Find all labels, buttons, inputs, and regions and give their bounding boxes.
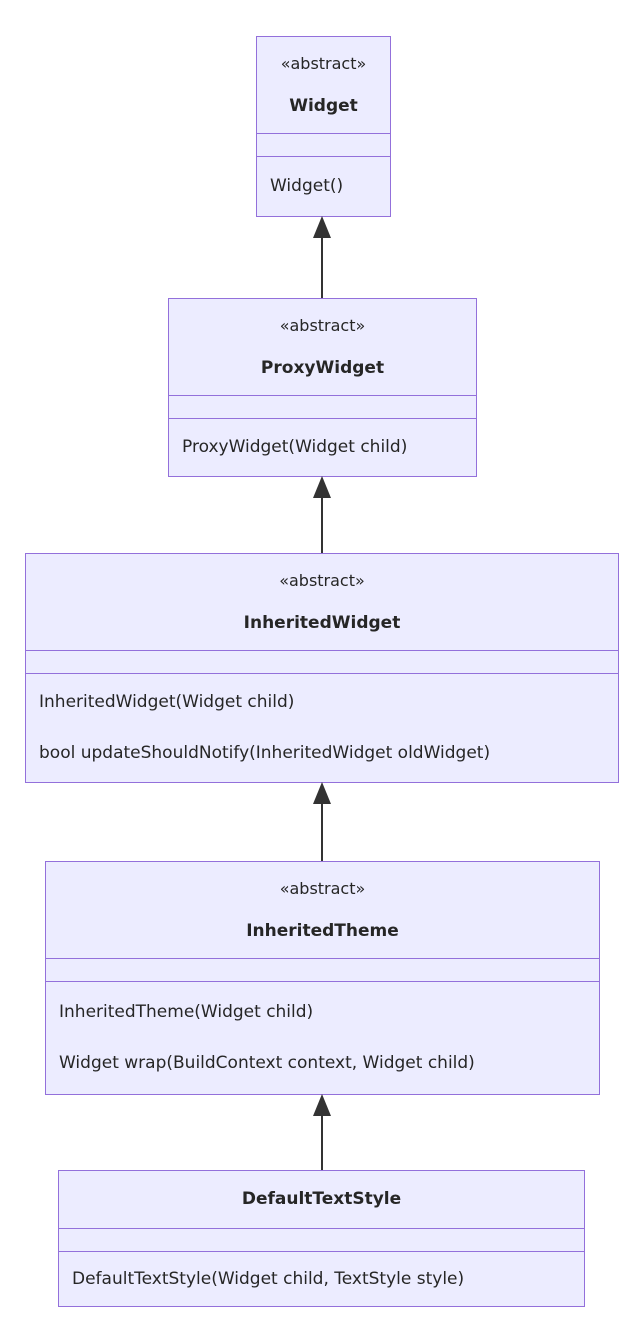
class-header: «abstract» InheritedTheme xyxy=(46,862,599,958)
class-name: InheritedWidget xyxy=(243,612,401,633)
class-method: InheritedWidget(Widget child) xyxy=(39,692,295,712)
arrow-head-icon xyxy=(313,476,331,498)
class-methods-compartment: ProxyWidget(Widget child) xyxy=(169,419,476,476)
class-methods-compartment: InheritedWidget(Widget child) bool updat… xyxy=(26,674,618,782)
class-header: DefaultTextStyle xyxy=(59,1171,584,1228)
arrow-head-icon xyxy=(313,216,331,238)
inheritance-arrow-inheritedwidget-to-proxywidget xyxy=(313,476,331,553)
class-box-defaulttextstyle: DefaultTextStyle DefaultTextStyle(Widget… xyxy=(58,1170,585,1307)
class-attributes-compartment xyxy=(46,958,599,982)
class-name: InheritedTheme xyxy=(246,920,399,941)
class-annotation: «abstract» xyxy=(279,878,366,898)
class-annotation: «abstract» xyxy=(279,315,366,335)
class-box-proxywidget: «abstract» ProxyWidget ProxyWidget(Widge… xyxy=(168,298,477,477)
class-annotation: «abstract» xyxy=(279,570,365,590)
arrow-line xyxy=(321,802,323,861)
class-box-widget: «abstract» Widget Widget() xyxy=(256,36,391,217)
class-attributes-compartment xyxy=(169,395,476,419)
class-method: ProxyWidget(Widget child) xyxy=(182,437,408,457)
arrow-line xyxy=(321,236,323,298)
arrow-head-icon xyxy=(313,1094,331,1116)
class-annotation: «abstract» xyxy=(280,53,367,73)
class-method: InheritedTheme(Widget child) xyxy=(59,1002,314,1022)
class-name: Widget xyxy=(289,95,358,116)
class-box-inheritedwidget: «abstract» InheritedWidget InheritedWidg… xyxy=(25,553,619,783)
arrow-line xyxy=(321,496,323,553)
class-attributes-compartment xyxy=(257,133,390,157)
class-method: DefaultTextStyle(Widget child, TextStyle… xyxy=(72,1268,465,1289)
class-header: «abstract» Widget xyxy=(257,37,390,133)
class-method: bool updateShouldNotify(InheritedWidget … xyxy=(39,743,491,763)
class-header: «abstract» ProxyWidget xyxy=(169,299,476,395)
class-method: Widget wrap(BuildContext context, Widget… xyxy=(59,1053,475,1073)
inheritance-arrow-defaulttextstyle-to-inheritedtheme xyxy=(313,1094,331,1170)
class-attributes-compartment xyxy=(26,650,618,674)
class-methods-compartment: Widget() xyxy=(257,157,390,216)
arrow-head-icon xyxy=(313,782,331,804)
class-name: ProxyWidget xyxy=(260,357,385,378)
class-methods-compartment: DefaultTextStyle(Widget child, TextStyle… xyxy=(59,1252,584,1306)
class-methods-compartment: InheritedTheme(Widget child) Widget wrap… xyxy=(46,982,599,1094)
inheritance-arrow-inheritedtheme-to-inheritedwidget xyxy=(313,782,331,861)
class-attributes-compartment xyxy=(59,1228,584,1252)
class-name: DefaultTextStyle xyxy=(241,1189,402,1209)
inheritance-arrow-proxywidget-to-widget xyxy=(313,216,331,298)
arrow-line xyxy=(321,1114,323,1170)
class-method: Widget() xyxy=(270,176,344,196)
class-box-inheritedtheme: «abstract» InheritedTheme InheritedTheme… xyxy=(45,861,600,1095)
class-header: «abstract» InheritedWidget xyxy=(26,554,618,650)
